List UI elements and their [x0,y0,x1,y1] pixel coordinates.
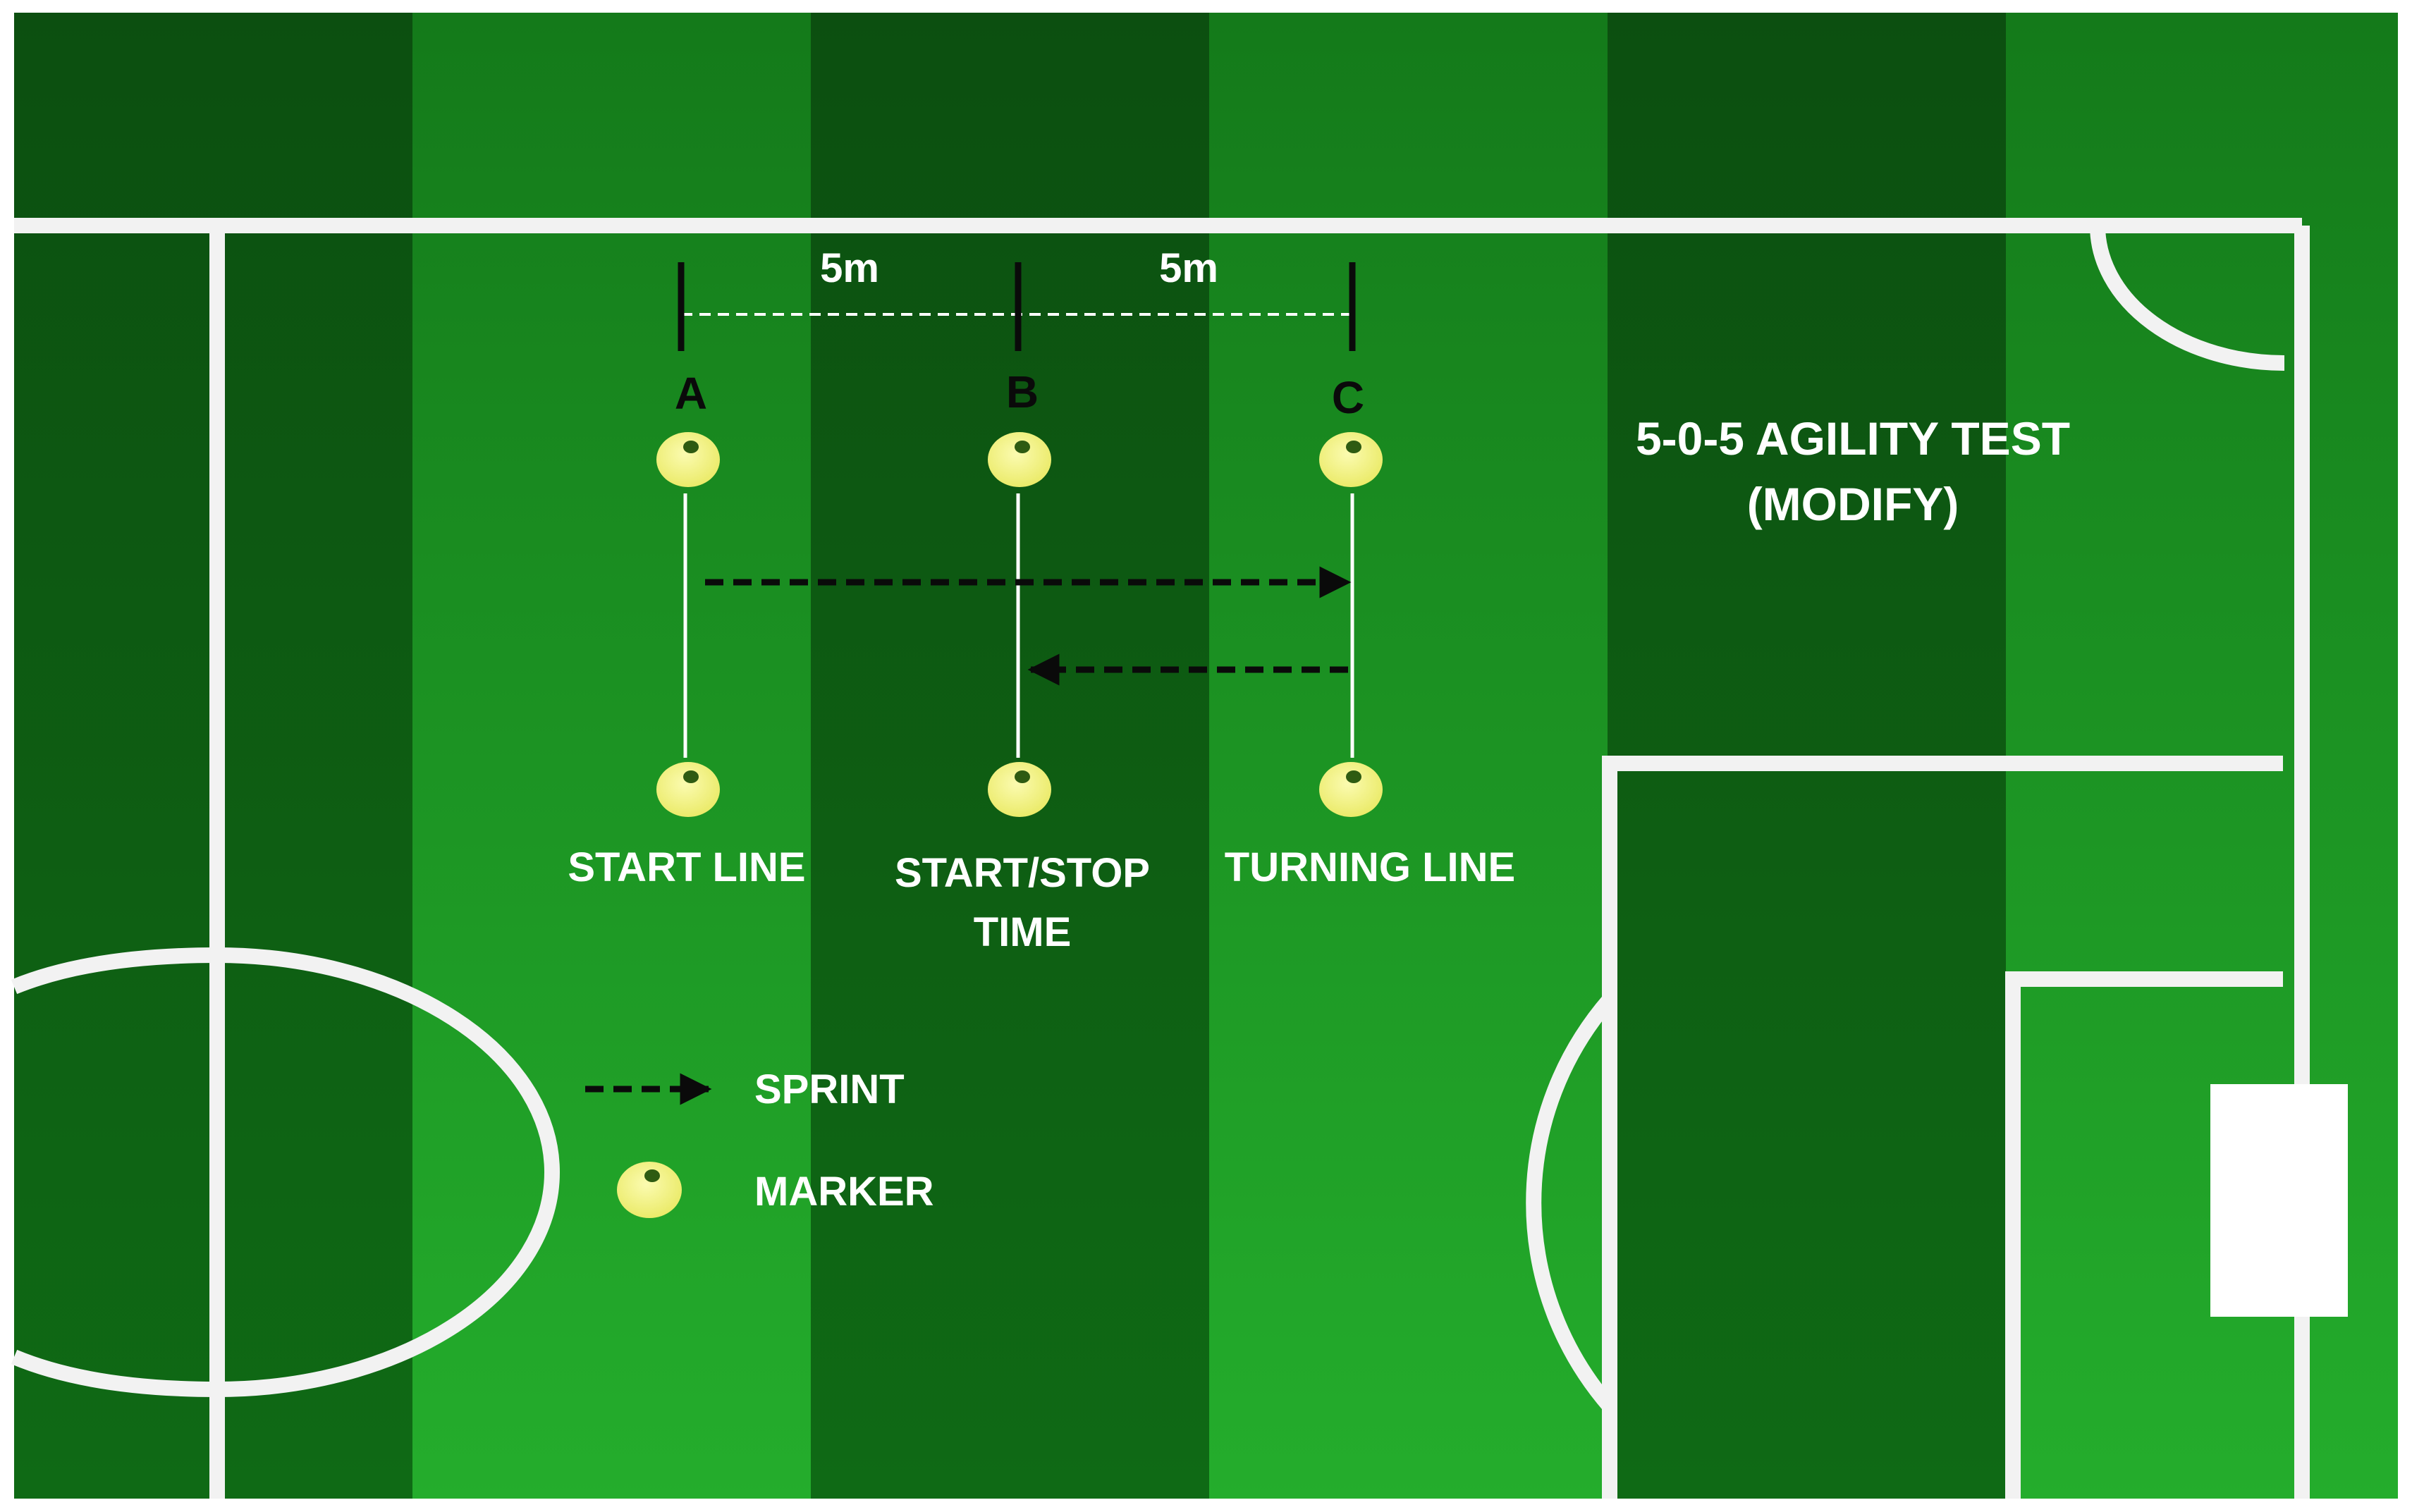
start-stop-label-line2: TIME [974,909,1072,955]
legend: SPRINT MARKER [585,1067,934,1218]
diagram-title-line2: (MODIFY) [1747,478,1959,530]
penalty-box [1602,756,2283,1499]
distance-ruler: 5m 5m [678,245,1356,351]
penalty-arc [1526,994,1616,1412]
start-line-label: START LINE [568,844,805,890]
legend-marker-icon [617,1162,682,1218]
goal-area [2005,971,2283,1499]
course-lines [683,493,1354,758]
point-label-b: B [1006,367,1039,417]
point-label-a: A [675,368,707,419]
marker-icon [988,762,1051,817]
distance-label-ab: 5m [820,245,879,291]
markers [656,432,1383,817]
turning-line-label: TURNING LINE [1225,844,1515,890]
distance-label-bc: 5m [1159,245,1218,291]
legend-marker-label: MARKER [754,1169,934,1215]
marker-icon [656,762,720,817]
marker-icon [988,432,1051,487]
centre-circle [11,947,560,1398]
legend-sprint-label: SPRINT [754,1067,905,1112]
marker-icon [1319,432,1383,487]
point-label-c: C [1332,372,1364,423]
marker-icon [656,432,720,487]
corner-arc [2090,225,2285,371]
goal [2210,1084,2348,1317]
marker-icon [1319,762,1383,817]
start-stop-label-line1: START/STOP [895,850,1150,896]
diagram-title-line1: 5-0-5 AGILITY TEST [1636,412,2070,465]
